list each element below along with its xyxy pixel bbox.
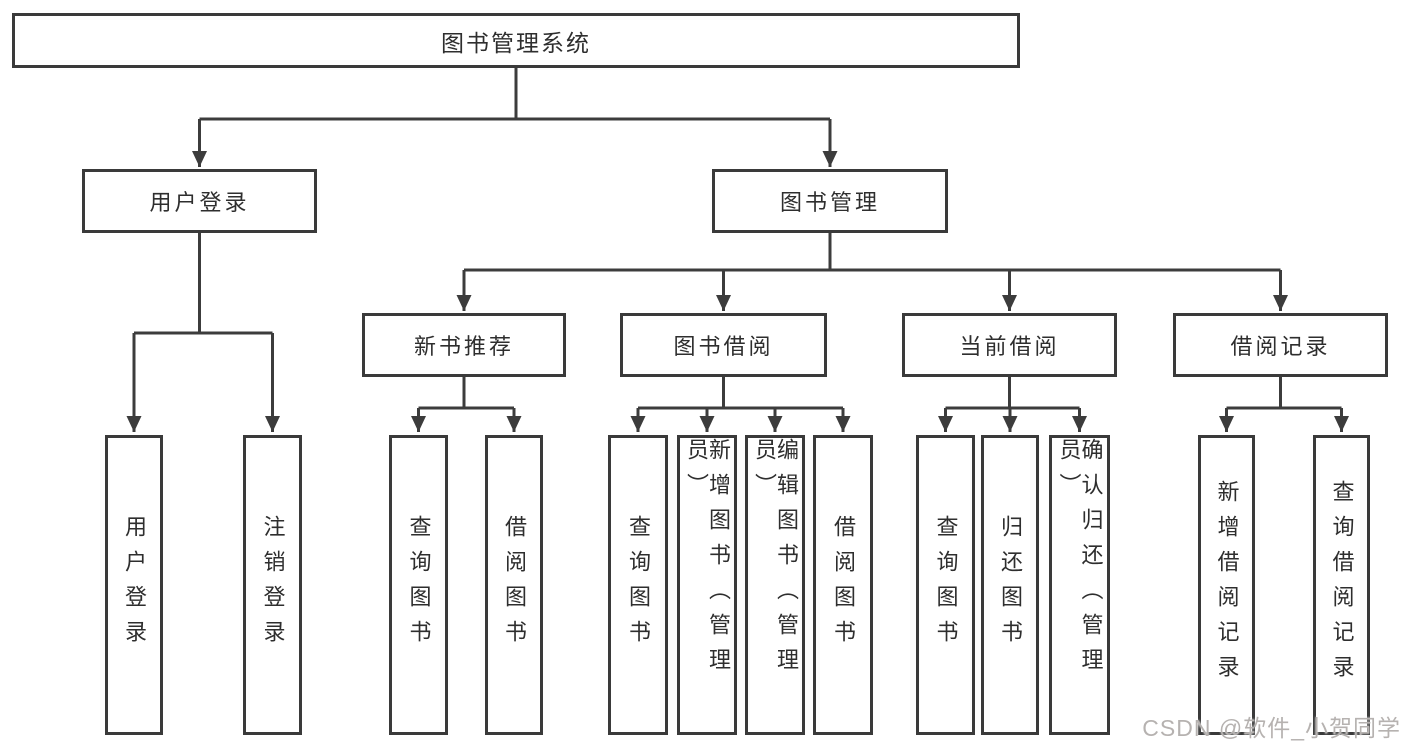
connector-root-trunk [199,68,830,121]
connector-management-branch [464,233,1281,272]
leaf-records-query-record: 查询借阅记录 [1313,435,1370,735]
leaf-borrowing-add-books-admin-label: 新增图书（管理员） [684,438,731,683]
node-current-borrowing: 当前借阅 [902,313,1117,377]
leaf-current-query-books: 查询图书 [916,435,975,735]
leaf-borrowing-edit-books-admin-label: 编辑图书（管理员） [752,438,799,683]
connector-recommend-branch [418,377,514,410]
leaf-logout: 注销登录 [243,435,302,735]
node-book-management-system: 图书管理系统 [12,13,1020,68]
leaf-current-return-books: 归还图书 [981,435,1039,735]
node-book-borrowing: 图书借阅 [620,313,827,377]
leaf-logout-label: 注销登录 [260,515,286,655]
node-user-login: 用户登录 [82,169,317,233]
connector-current-branch [945,377,1080,410]
leaf-user-login: 用户登录 [105,435,163,735]
leaf-recommend-query-books-label: 查询图书 [406,515,432,655]
leaf-recommend-borrow-books-label: 借阅图书 [502,515,527,655]
leaf-records-add-record-label: 新增借阅记录 [1214,480,1240,690]
node-borrowing-records: 借阅记录 [1173,313,1388,377]
connector-records-branch [1226,377,1342,410]
connector-login-branch [134,233,273,335]
leaf-user-login-label: 用户登录 [122,515,147,655]
leaf-recommend-query-books: 查询图书 [389,435,448,735]
leaf-current-query-books-label: 查询图书 [933,515,959,655]
leaf-records-add-record: 新增借阅记录 [1198,435,1255,735]
leaf-borrowing-borrow-books: 借阅图书 [813,435,873,735]
node-book-management: 图书管理 [712,169,948,233]
leaf-records-query-record-label: 查询借阅记录 [1329,480,1355,690]
leaf-borrowing-add-books-admin: 新增图书（管理员） [677,435,737,735]
watermark: CSDN @软件_小贺同学 [1142,715,1401,741]
node-new-book-recommend: 新书推荐 [362,313,566,377]
leaf-borrowing-query-books-label: 查询图书 [626,515,651,655]
leaf-current-confirm-return-admin-label: 确认归还（管理员） [1056,438,1104,683]
leaf-borrowing-borrow-books-label: 借阅图书 [831,515,856,655]
leaf-borrowing-query-books: 查询图书 [608,435,668,735]
leaf-current-return-books-label: 归还图书 [998,515,1023,655]
leaf-current-confirm-return-admin: 确认归还（管理员） [1049,435,1110,735]
leaf-recommend-borrow-books: 借阅图书 [485,435,543,735]
leaf-borrowing-edit-books-admin: 编辑图书（管理员） [745,435,805,735]
connector-borrowing-branch [638,377,843,410]
